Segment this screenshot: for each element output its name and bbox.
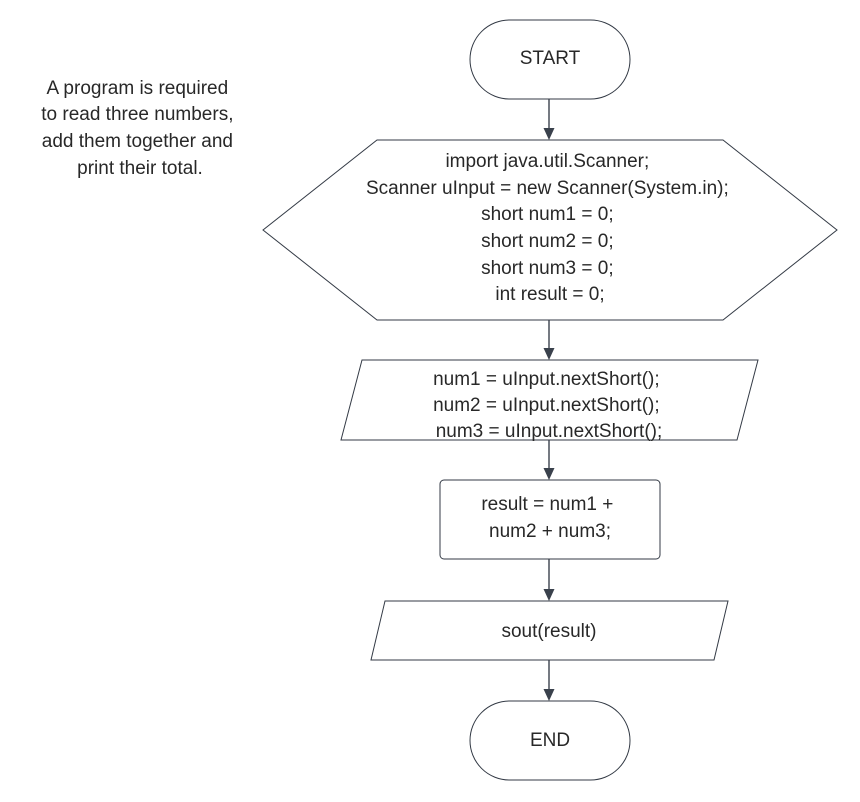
input-node: num1 = uInput.nextShort(); num2 = uInput… bbox=[340, 359, 759, 442]
note-line: print their total. bbox=[77, 158, 203, 179]
flow-arrow bbox=[543, 320, 555, 360]
preparation-label: import java.util.Scanner; Scanner uInput… bbox=[366, 151, 734, 305]
input-parallelogram-shape bbox=[340, 359, 759, 441]
code-line: int result = 0; bbox=[495, 284, 604, 305]
start-terminator-shape bbox=[469, 19, 631, 100]
flow-arrow bbox=[543, 99, 555, 140]
start-label: START bbox=[520, 48, 581, 69]
output-node: sout(result) bbox=[370, 600, 729, 661]
note-line: A program is required bbox=[47, 78, 229, 99]
end-label: END bbox=[530, 730, 570, 751]
code-line: result = num1 + bbox=[481, 494, 613, 515]
process-rectangle-shape bbox=[439, 479, 661, 560]
code-line: short num1 = 0; bbox=[481, 204, 614, 225]
code-line: Scanner uInput = new Scanner(System.in); bbox=[366, 178, 729, 199]
start-node: START bbox=[469, 19, 631, 100]
output-label: sout(result) bbox=[501, 621, 596, 642]
flow-arrow bbox=[543, 559, 555, 601]
code-line: num3 = uInput.nextShort(); bbox=[436, 421, 663, 442]
note-line: add them together and bbox=[42, 131, 233, 152]
description-note: A program is required to read three numb… bbox=[41, 78, 239, 179]
code-line: short num2 = 0; bbox=[481, 231, 614, 252]
process-label: result = num1 + num2 + num3; bbox=[481, 494, 618, 542]
input-label: num1 = uInput.nextShort(); num2 = uInput… bbox=[433, 369, 665, 442]
code-line: import java.util.Scanner; bbox=[445, 151, 649, 172]
code-line: num2 + num3; bbox=[489, 521, 611, 542]
preparation-hexagon-shape bbox=[262, 139, 838, 321]
note-line: to read three numbers, bbox=[41, 104, 233, 125]
preparation-node: import java.util.Scanner; Scanner uInput… bbox=[262, 139, 838, 321]
flow-arrow bbox=[543, 660, 555, 701]
end-terminator-shape bbox=[469, 700, 631, 781]
flow-arrow bbox=[543, 440, 555, 480]
code-line: num2 = uInput.nextShort(); bbox=[433, 395, 660, 416]
code-line: num1 = uInput.nextShort(); bbox=[433, 369, 660, 390]
output-parallelogram-shape bbox=[370, 600, 729, 661]
process-node: result = num1 + num2 + num3; bbox=[439, 479, 661, 560]
end-node: END bbox=[469, 700, 631, 781]
code-line: short num3 = 0; bbox=[481, 258, 614, 279]
